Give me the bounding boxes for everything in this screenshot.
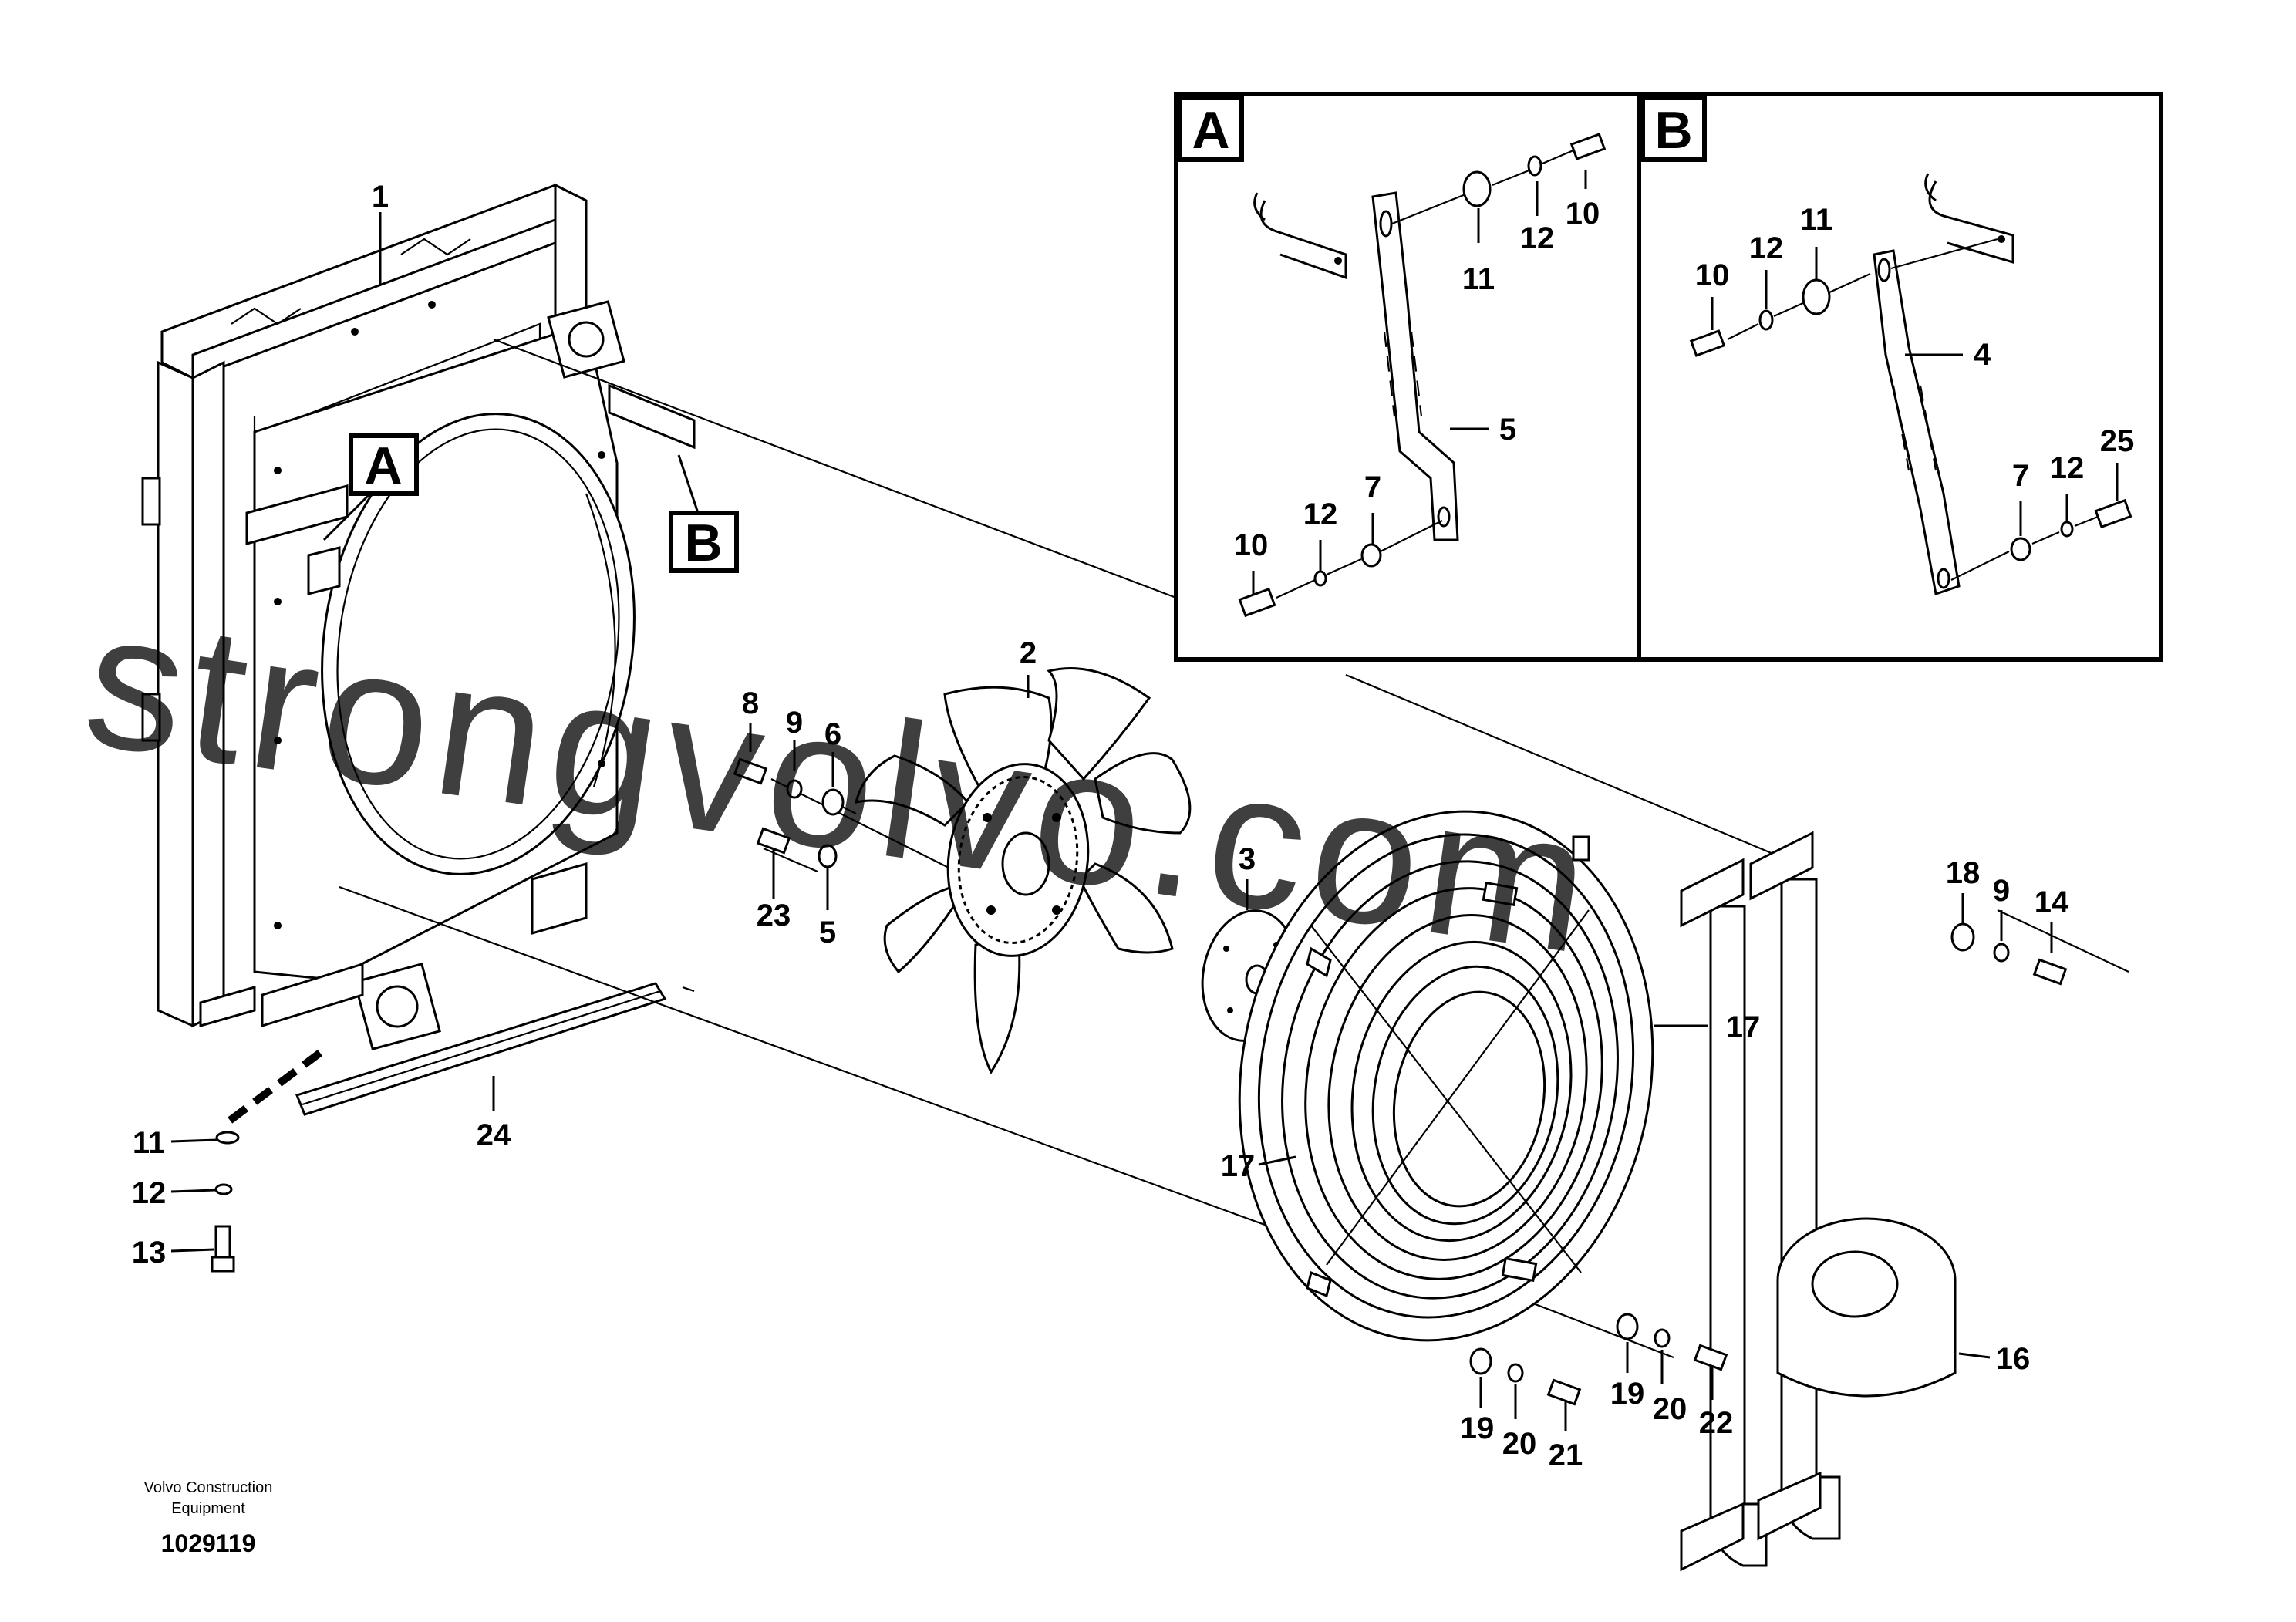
view-a-label-box (1178, 96, 1244, 162)
view-b-label-box (1640, 96, 1707, 162)
callout-b-10: 10 (1695, 258, 1730, 292)
radiator-assembly (141, 183, 696, 1125)
fan-2 (854, 667, 1192, 1075)
callout-1: 1 (372, 180, 389, 214)
callout-18: 18 (1946, 856, 1981, 890)
footer-drawing-id: 1029119 (161, 1529, 256, 1557)
callout-11: 11 (133, 1126, 165, 1160)
callout-2: 2 (1020, 636, 1037, 670)
footer: Volvo Construction Equipment 1029119 (144, 1479, 273, 1557)
callout-9: 9 (786, 706, 803, 740)
view-b-label: B (1654, 101, 1692, 160)
callout-9-right: 9 (1993, 874, 2010, 908)
bolt-stack-left (170, 1131, 240, 1273)
callout-19-b: 19 (1610, 1377, 1645, 1411)
footer-company-line1: Volvo Construction (144, 1479, 273, 1496)
callout-a-5: 5 (1499, 413, 1516, 447)
view-a-marker-label: A (364, 437, 402, 495)
callout-b-12-top: 12 (1749, 231, 1784, 265)
callout-17-right: 17 (1726, 1010, 1761, 1044)
callout-3: 3 (1239, 842, 1256, 876)
view-a-marker-box (349, 433, 419, 496)
callout-b-25: 25 (2100, 424, 2135, 458)
callout-20-a: 20 (1502, 1427, 1537, 1461)
view-b-marker-label: B (684, 514, 722, 572)
callout-22: 22 (1699, 1406, 1734, 1440)
bolts-right-top (1950, 893, 2068, 986)
callout-8: 8 (742, 686, 759, 720)
callout-a-10-bottom: 10 (1234, 528, 1269, 562)
callout-b-4: 4 (1974, 338, 1991, 372)
callout-6: 6 (824, 717, 841, 751)
callout-21: 21 (1549, 1438, 1583, 1472)
callout-24: 24 (477, 1118, 511, 1152)
detail-views-panel: A B (1174, 92, 2163, 662)
callout-b-7: 7 (2012, 459, 2029, 493)
callout-5: 5 (819, 916, 836, 949)
callout-a-7: 7 (1364, 470, 1381, 504)
fan-bolts (733, 723, 845, 910)
footer-company-line2: Equipment (171, 1500, 245, 1517)
callout-16: 16 (1996, 1342, 2031, 1376)
view-a-label: A (1192, 101, 1229, 160)
callout-20-b: 20 (1653, 1392, 1687, 1426)
callout-a-12-bottom: 12 (1303, 497, 1338, 531)
fan-ring-16 (1680, 831, 1991, 1572)
callout-a-12-top: 12 (1520, 221, 1555, 255)
callout-b-11: 11 (1800, 203, 1832, 237)
view-b-drawing (1689, 173, 2132, 595)
callout-13: 13 (132, 1236, 167, 1270)
callout-a-10-top: 10 (1566, 197, 1600, 231)
view-b-marker-box (669, 511, 739, 573)
callout-23: 23 (757, 899, 791, 932)
view-markers: A B (322, 433, 739, 573)
main-callouts: 1 2 3 8 9 6 23 5 24 11 12 13 17 17 16 18… (132, 180, 2069, 1472)
callout-a-11: 11 (1462, 262, 1495, 296)
callout-17-left: 17 (1221, 1149, 1256, 1183)
callout-12: 12 (132, 1176, 167, 1210)
rubber-strip-24 (295, 982, 667, 1116)
bolts-bottom (1469, 1313, 1728, 1431)
fan-guard-17 (1238, 810, 1708, 1342)
callout-19-a: 19 (1460, 1411, 1495, 1445)
callout-14: 14 (2035, 885, 2069, 919)
callout-b-12-bottom: 12 (2050, 451, 2085, 485)
view-a-drawing (1238, 133, 1607, 618)
